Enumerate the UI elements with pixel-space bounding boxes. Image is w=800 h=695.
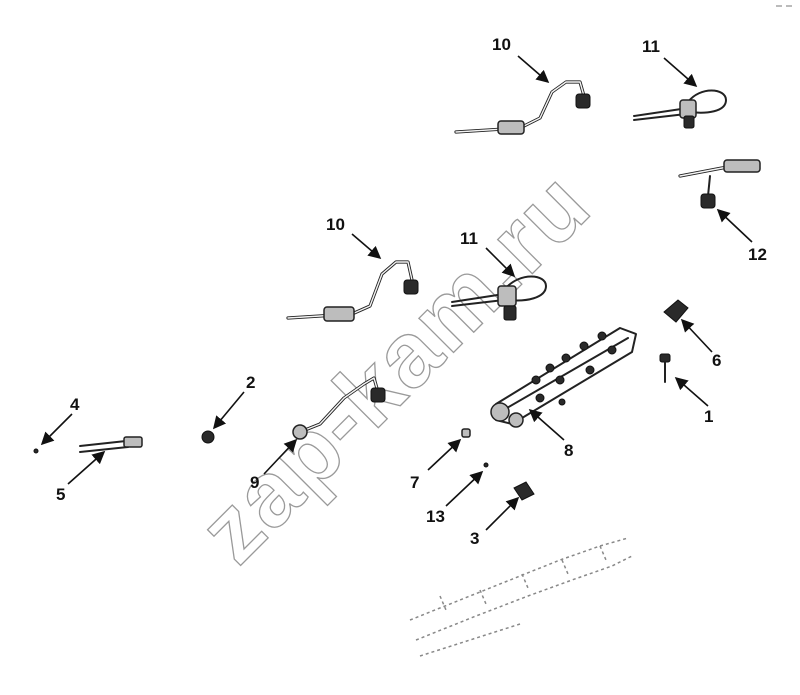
callout-1: 1: [704, 407, 713, 426]
watermark: zap-kam.ru: [180, 152, 610, 582]
fuel-injection-pipe-top: [454, 80, 591, 135]
injector-top: [633, 89, 727, 129]
sleeve-part-5: [79, 436, 143, 453]
callout-10-mid: 10: [326, 215, 345, 234]
nut-part-2: [201, 430, 215, 444]
fuel-pipe-12: [678, 159, 761, 209]
fuel-injection-pipe-mid: [286, 260, 419, 322]
callout-10-top: 10: [492, 35, 511, 54]
seal-part-13: [483, 462, 489, 468]
callout-6: 6: [712, 351, 721, 370]
bolt-part-1: [659, 353, 671, 383]
callout-5: 5: [56, 485, 65, 504]
callout-13: 13: [426, 507, 445, 526]
fuel-pipe-9: [292, 376, 386, 440]
callout-9: 9: [250, 473, 259, 492]
valve-part-3: [513, 481, 535, 501]
callout-12: 12: [748, 245, 767, 264]
callout-8: 8: [564, 441, 573, 460]
engine-block-ghost: [409, 537, 633, 657]
injector-mid: [451, 275, 547, 321]
fuel-manifold-part-8: [490, 327, 637, 428]
callout-7: 7: [410, 473, 419, 492]
fitting-part-7: [461, 428, 471, 438]
nut-part-6: [663, 299, 689, 323]
leader-lines: [40, 55, 753, 531]
callout-3: 3: [470, 529, 479, 548]
callout-11-mid: 11: [460, 229, 478, 248]
washer-part-4: [33, 448, 39, 454]
callout-11-top: 11: [642, 37, 660, 56]
callout-2: 2: [246, 373, 255, 392]
callout-4: 4: [70, 395, 80, 414]
